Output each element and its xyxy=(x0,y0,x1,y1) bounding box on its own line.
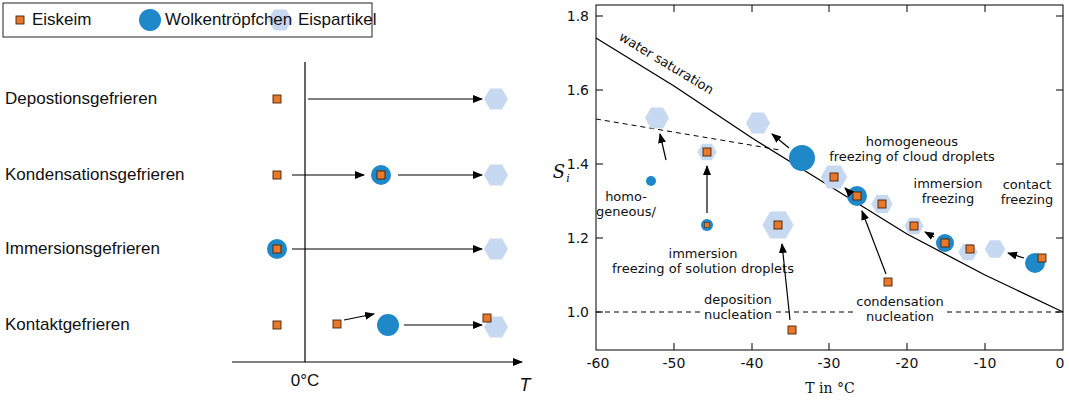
text-label: -40 xyxy=(741,355,764,371)
legend-sample xyxy=(139,9,161,31)
text-label: i xyxy=(566,173,570,186)
text-label: -60 xyxy=(587,355,610,371)
text-label: 0°C xyxy=(291,371,320,391)
text-label: immersion freezing xyxy=(914,177,983,207)
text-label: 1.6 xyxy=(567,82,589,98)
text-label: deposition nucleation xyxy=(702,293,774,323)
text-label: 0 xyxy=(1056,355,1065,371)
text-label: condensation nucleation xyxy=(854,295,945,325)
legend-text: Eispartikel xyxy=(298,10,376,30)
text-label: Depostionsgefrieren xyxy=(5,89,157,109)
text-label: Kondensationsgefrieren xyxy=(5,165,185,185)
legend-text: Wolkentröpfchen xyxy=(165,10,292,30)
text-label: -30 xyxy=(818,355,841,371)
legend-swatch xyxy=(136,6,164,34)
text-label: -50 xyxy=(663,355,686,371)
text-label: 1.8 xyxy=(567,8,589,24)
legend-sample xyxy=(16,16,24,24)
text-label: 1.0 xyxy=(567,304,589,320)
text-label: S xyxy=(553,162,565,183)
legend-swatch xyxy=(6,6,34,34)
text-label: homogeneous freezing of cloud droplets xyxy=(829,135,995,165)
text-label: homo- geneous/ xyxy=(596,190,656,220)
legend-text: Eiskeim xyxy=(32,10,92,30)
text-label: 1.4 xyxy=(567,156,589,172)
text-label: T in °C xyxy=(805,380,854,396)
text-label: water saturation xyxy=(616,30,716,98)
text-label: contact freezing xyxy=(1001,178,1054,208)
text-label: -10 xyxy=(974,355,997,371)
text-label: 1.2 xyxy=(567,230,589,246)
legend-sample xyxy=(268,10,292,31)
text-label: Kontaktgefrieren xyxy=(5,315,130,335)
text-label: immersion freezing of solution droplets xyxy=(612,247,794,277)
text-label: T xyxy=(520,375,531,396)
text-label: Immersionsgefrieren xyxy=(5,239,160,259)
text-label: -20 xyxy=(896,355,919,371)
